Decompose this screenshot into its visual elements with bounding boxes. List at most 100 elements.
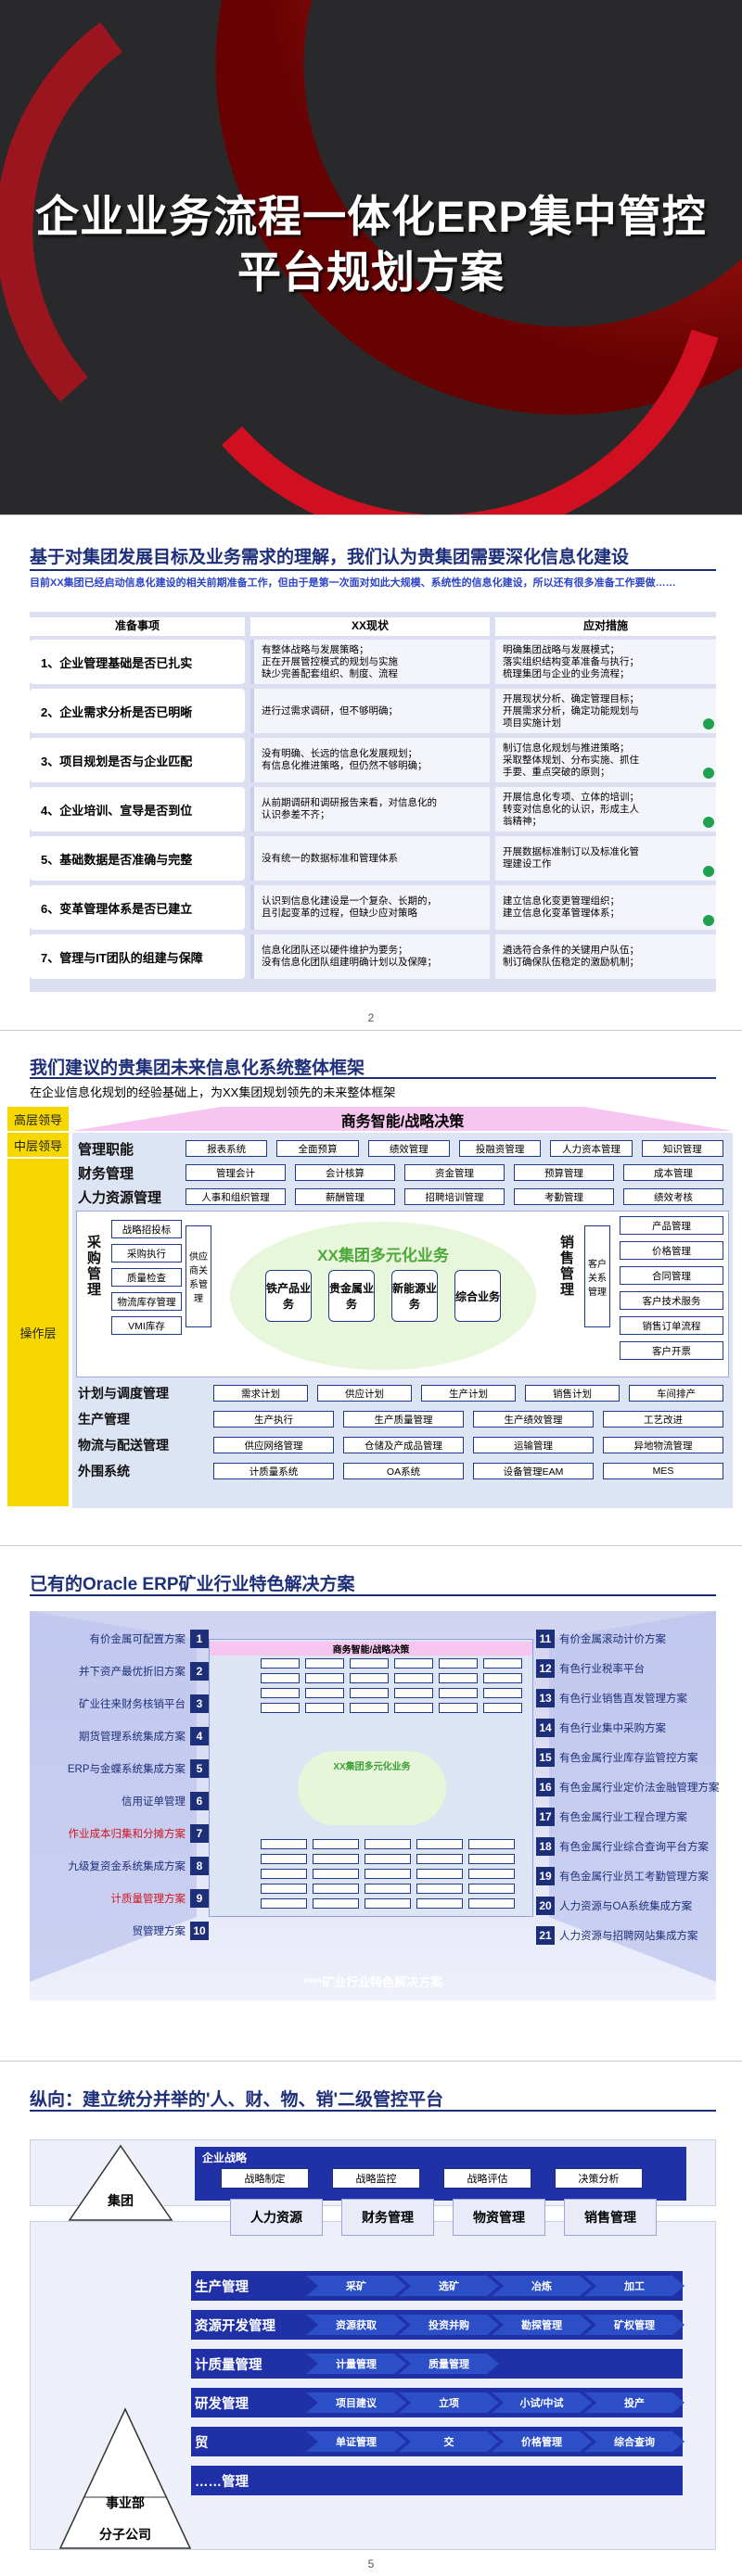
right-solution: 有价金属滚动计价方案 bbox=[559, 1631, 736, 1646]
purchase-item: 采购执行 bbox=[111, 1244, 182, 1263]
module-box: OA系统 bbox=[343, 1463, 464, 1479]
cover-slide: 企业业务流程一体化ERP集中管控 平台规划方案 bbox=[0, 0, 742, 514]
readiness-slide: 基于对集团发展目标及业务需求的理解，我们认为贵集团需要深化信息化建设 目前XX集… bbox=[0, 515, 742, 1030]
purchase-item: VMI库存 bbox=[111, 1316, 182, 1335]
solution-number: 5 bbox=[190, 1759, 209, 1778]
right-solution: 有色金属行业综合查询平台方案 bbox=[559, 1839, 736, 1854]
module-box: 仓储及产成品管理 bbox=[343, 1437, 464, 1453]
strategy-item: 战略监控 bbox=[332, 2168, 420, 2189]
readiness-item: 7、管理与IT团队的组建与保障 bbox=[30, 934, 245, 979]
domain-column: 人力资源 bbox=[230, 2199, 323, 2236]
layer-operation: 操作层 bbox=[7, 1159, 69, 1506]
layer-senior: 高层领导 bbox=[7, 1107, 69, 1131]
mini-module bbox=[350, 1658, 389, 1669]
process-step-arrow: 计量管理 bbox=[306, 2354, 406, 2374]
right-solution: 有色金属行业定价法金融管理方案 bbox=[559, 1780, 736, 1795]
bi-decision-label: 商务智能/战略决策 bbox=[72, 1109, 733, 1131]
left-solution: 计质量管理方案 bbox=[37, 1891, 186, 1906]
status-dot-icon bbox=[703, 915, 714, 926]
title-rule bbox=[30, 1594, 716, 1596]
table-row: 5、基础数据是否准确与完整没有统一的数据标准和管理体系开展数据标准制订以及标准化… bbox=[30, 836, 716, 881]
right-solution: 有色金属行业员工考勤管理方案 bbox=[559, 1869, 736, 1884]
strategy-item: 战略制定 bbox=[221, 2168, 309, 2189]
process-step-arrow: 冶炼 bbox=[492, 2276, 592, 2296]
mini-module bbox=[468, 1898, 515, 1909]
solution-number: 17 bbox=[536, 1808, 555, 1826]
supplier-relationship: 供应商关系管理 bbox=[186, 1225, 211, 1327]
title-rule bbox=[30, 2110, 716, 2112]
mini-module bbox=[261, 1673, 300, 1683]
header-status: XX现状 bbox=[250, 617, 490, 636]
solution-number: 3 bbox=[190, 1694, 209, 1713]
mini-module bbox=[439, 1658, 478, 1669]
slide-title: 基于对集团发展目标及业务需求的理解，我们认为贵集团需要深化信息化建设 bbox=[30, 543, 629, 568]
mini-module bbox=[416, 1898, 463, 1909]
right-solution: 有色行业集中采购方案 bbox=[559, 1720, 736, 1735]
mini-center-label: XX集团多元化业务 bbox=[298, 1758, 446, 1772]
left-solution: 九级复资金系统集成方案 bbox=[37, 1859, 186, 1873]
status-line: 认识参差不齐； bbox=[262, 809, 490, 821]
slide-title: 我们建议的贵集团未来信息化系统整体框架 bbox=[30, 1054, 365, 1079]
mini-module bbox=[350, 1703, 389, 1713]
solution-number: 10 bbox=[190, 1922, 209, 1940]
intro-text: 目前XX集团已经启动信息化建设的相关前期准备工作，但由于是第一次面对如此大规模、… bbox=[30, 577, 716, 590]
page-number: 2 bbox=[0, 1011, 742, 1024]
mini-module bbox=[305, 1703, 344, 1713]
status-line: 且引起变革的过程，但缺少应对策略 bbox=[262, 907, 490, 920]
domain-column: 财务管理 bbox=[341, 2199, 434, 2236]
action-line: 建立信息化变革管理体系； bbox=[503, 907, 716, 920]
process-step-arrow: 综合查询 bbox=[584, 2431, 684, 2452]
solution-number: 19 bbox=[536, 1867, 555, 1885]
mini-module bbox=[468, 1854, 515, 1864]
solution-number: 9 bbox=[190, 1889, 209, 1908]
process-step-arrow: 勘探管理 bbox=[492, 2315, 592, 2335]
page-number: 5 bbox=[0, 2557, 742, 2570]
row-label: 物流与配送管理 bbox=[78, 1436, 169, 1454]
header-action: 应对措施 bbox=[495, 617, 716, 636]
process-row-label: 生产管理 bbox=[195, 2277, 249, 2296]
right-solution: 有色行业税率平台 bbox=[559, 1661, 736, 1676]
row-label: 管理职能 bbox=[78, 1139, 134, 1159]
right-solution: 有色行业销售直发管理方案 bbox=[559, 1691, 736, 1706]
module-box: 知识管理 bbox=[642, 1140, 723, 1157]
cover-title-line1: 企业业务流程一体化ERP集中管控 bbox=[0, 181, 742, 245]
process-row-label: 贸 bbox=[195, 2432, 209, 2452]
row-label: 计划与调度管理 bbox=[78, 1384, 169, 1402]
solution-number: 7 bbox=[190, 1824, 209, 1843]
purchase-item: 质量检查 bbox=[111, 1268, 182, 1287]
module-box: 管理会计 bbox=[186, 1164, 286, 1181]
status-line: 没有信息化团队组建明确计划以及保障； bbox=[262, 957, 490, 969]
mini-module bbox=[365, 1839, 411, 1849]
sales-item: 客户开票 bbox=[620, 1341, 723, 1360]
mini-module bbox=[350, 1688, 389, 1698]
solution-number: 14 bbox=[536, 1719, 555, 1737]
status-cell: 进行过需求调研，但不够明确； bbox=[250, 689, 490, 733]
status-cell: 信息化团队还以硬件维护为要务；没有信息化团队组建明确计划以及保障； bbox=[250, 934, 490, 979]
status-cell: 认识到信息化建设是一个复杂、长期的，且引起变革的过程，但缺少应对策略 bbox=[250, 885, 490, 930]
sales-item: 价格管理 bbox=[620, 1241, 723, 1260]
left-solution: 期货管理系统集成方案 bbox=[37, 1729, 186, 1744]
domain-column: 销售管理 bbox=[564, 2199, 657, 2236]
row-label: 人力资源管理 bbox=[78, 1187, 161, 1207]
right-solution: 人力资源与OA系统集成方案 bbox=[559, 1898, 736, 1913]
row-label: 财务管理 bbox=[78, 1163, 134, 1183]
process-row-label: 计质量管理 bbox=[195, 2354, 262, 2374]
mini-module bbox=[468, 1884, 515, 1894]
action-line: 开展现状分析、确定管理目标； bbox=[503, 693, 716, 705]
mini-module bbox=[416, 1839, 463, 1849]
action-line: 制订确保队伍稳定的激励机制； bbox=[503, 957, 716, 969]
left-solution: 贸管理方案 bbox=[37, 1923, 186, 1938]
mini-module bbox=[483, 1673, 522, 1683]
subsidiary-label: 分子公司 bbox=[56, 2525, 195, 2544]
status-dot-icon bbox=[703, 817, 714, 828]
status-line: 进行过需求调研，但不够明确； bbox=[262, 705, 490, 717]
row-label: 外围系统 bbox=[78, 1462, 130, 1480]
process-step-arrow: 加工 bbox=[584, 2276, 684, 2296]
process-row-label: 研发管理 bbox=[195, 2393, 249, 2413]
mini-module bbox=[313, 1854, 359, 1864]
status-dot-icon bbox=[703, 866, 714, 877]
mini-module bbox=[483, 1688, 522, 1698]
process-step-arrow: 矿权管理 bbox=[584, 2315, 684, 2335]
slide-title: 已有的Oracle ERP矿业行业特色解决方案 bbox=[30, 1570, 355, 1595]
mini-module bbox=[305, 1688, 344, 1698]
